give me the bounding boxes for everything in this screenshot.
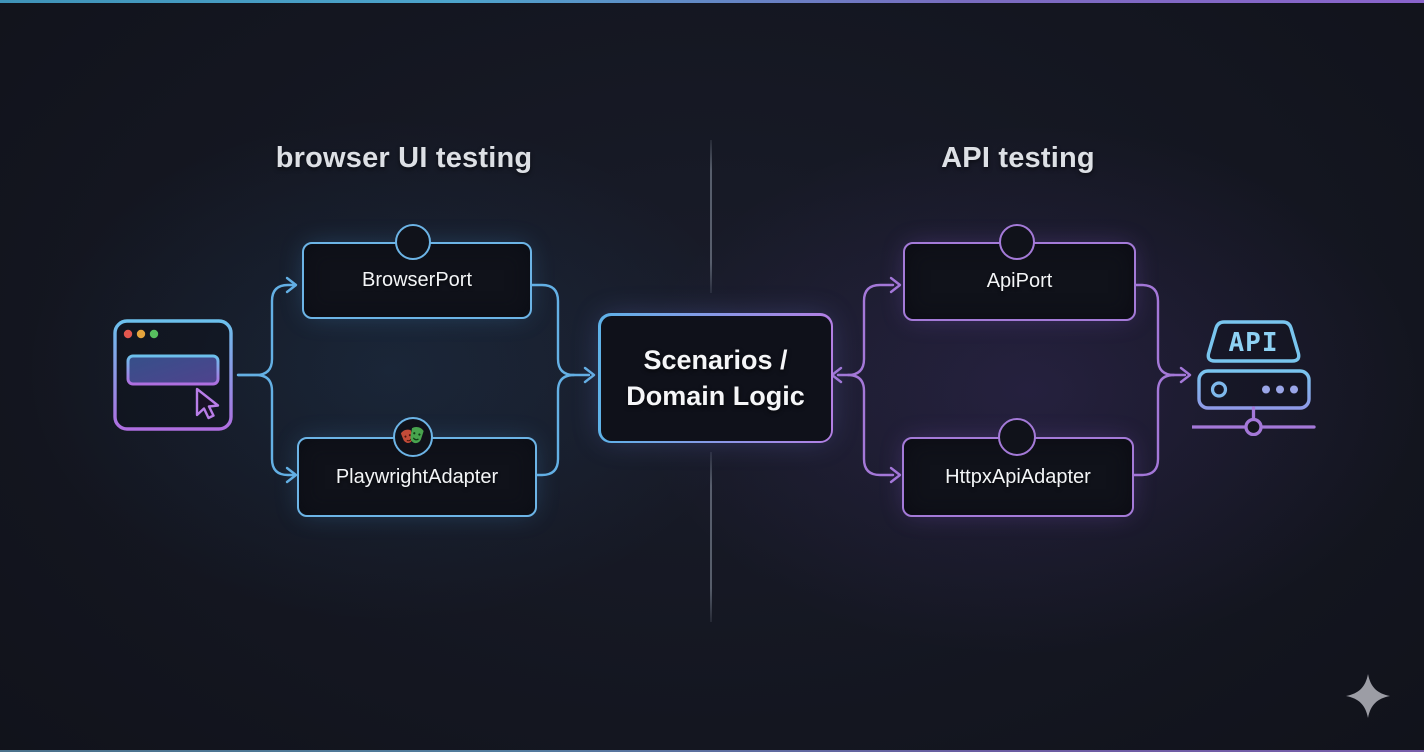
traffic-dot-red [123, 329, 133, 339]
top-gradient-border [0, 0, 1424, 3]
left-section-title: browser UI testing [275, 142, 533, 174]
sparkle-icon [1346, 674, 1390, 718]
purple-connectors [830, 276, 1192, 484]
center-label-line1: Scenarios / [643, 345, 788, 375]
blue-connectors [236, 276, 596, 484]
api-trapezoid [1206, 320, 1301, 363]
traffic-dot-yellow [136, 329, 146, 339]
network-link [1192, 406, 1316, 436]
arrowhead-into-api-server [1179, 366, 1192, 384]
right-section-title: API testing [941, 142, 1095, 174]
browserport-label: BrowserPort [361, 269, 473, 291]
api-label: API [1229, 328, 1279, 358]
httpxapiadapter-label: HttpxApiAdapter [945, 465, 1091, 488]
cursor-icon [195, 387, 220, 420]
server-light [1210, 381, 1228, 398]
browserport-port-circle-icon [395, 224, 431, 260]
playwrightadapter-label: PlaywrightAdapter [335, 465, 499, 488]
server-dots [1262, 385, 1298, 394]
api-server-icon: API [1192, 320, 1316, 436]
arrowhead-into-playwrightadapter [285, 466, 298, 484]
scenarios-domain-logic-inner: Scenarios / Domain Logic [600, 315, 831, 441]
arrowhead-into-httpxadapter [889, 466, 902, 484]
apiport-label: ApiPort [986, 270, 1053, 292]
arrowhead-into-browserport [285, 276, 298, 294]
arrowhead-into-apiport [889, 276, 902, 294]
playwright-masks-icon [393, 417, 433, 457]
text-lines [126, 393, 190, 415]
scenarios-domain-logic-box: Scenarios / Domain Logic [598, 313, 833, 443]
httpxapiadapter-port-circle-icon [998, 418, 1036, 456]
playwright-logo [400, 427, 424, 444]
apiport-port-circle-icon [999, 224, 1035, 260]
center-label-line2: Domain Logic [626, 381, 805, 411]
traffic-dot-green [149, 329, 159, 339]
divider-top-segment [710, 140, 712, 293]
arrowhead-into-center-left [583, 366, 596, 384]
browser-window-icon [113, 319, 233, 431]
divider-bottom-segment [710, 452, 712, 622]
bottom-gradient-border [0, 750, 1424, 752]
